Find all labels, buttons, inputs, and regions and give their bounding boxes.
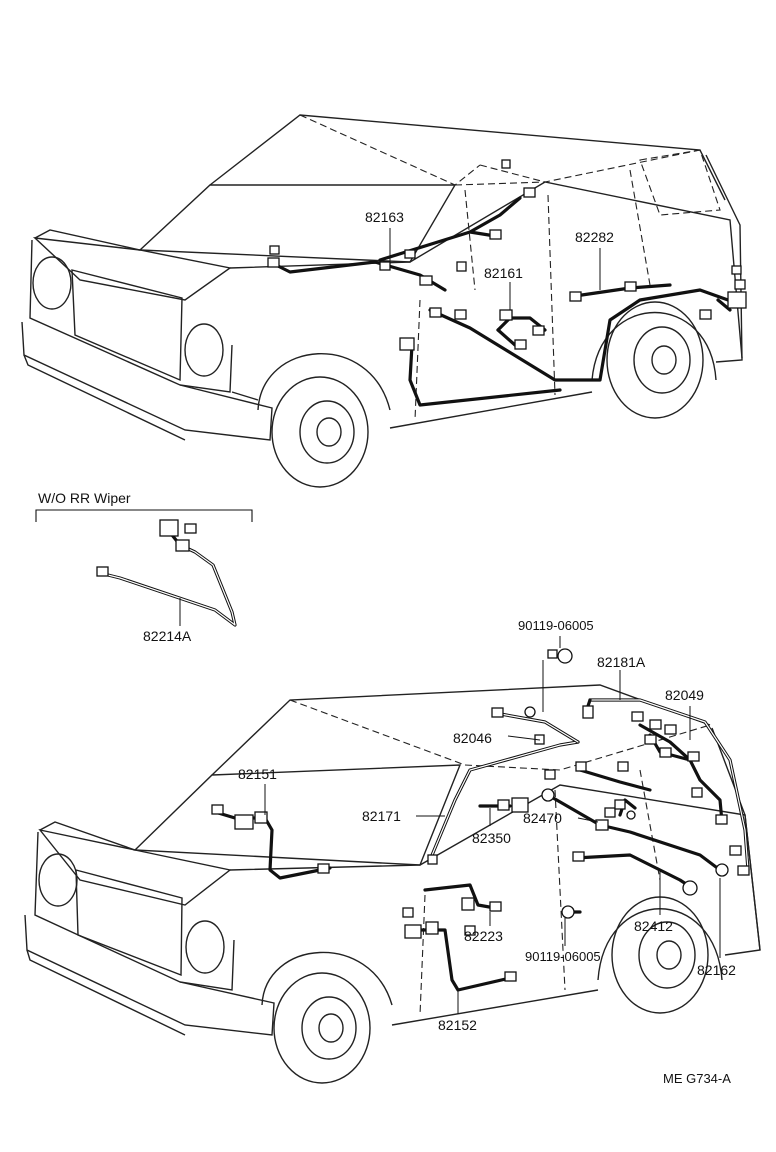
connector [729,845,742,856]
label-82046: 82046 [453,730,492,746]
option-harness-82214A [96,519,237,627]
lower-connectors [211,648,750,982]
grommet [715,863,729,877]
connector [404,249,416,259]
connector [96,566,109,577]
connector [575,761,587,772]
upper-vehicle-outline [21,114,743,488]
connector [504,971,517,982]
connector [624,281,637,292]
grommet [541,788,555,802]
connector [425,921,439,935]
connector [644,734,657,745]
clip-90119-06005 [561,905,575,919]
label-90119-06005-bottom: 90119-06005 [525,949,601,964]
label-82282: 82282 [575,229,614,245]
connector [617,761,629,772]
connector [727,291,747,309]
connector [544,769,556,780]
connector [614,799,626,810]
connector [649,719,662,730]
upper-connectors [267,159,747,351]
connector [499,309,513,321]
connector [491,707,504,718]
connector [737,865,750,876]
connector [514,339,527,350]
label-82412: 82412 [634,918,673,934]
connector [523,187,536,198]
connector [572,851,585,862]
grommet [626,810,636,820]
connector [489,901,502,912]
connector [659,747,672,758]
label-90119-06005-top: 90119-06005 [518,618,594,633]
connector [211,804,224,815]
label-82162: 82162 [697,962,736,978]
upper-leaders [389,228,601,310]
connector [175,539,190,552]
connector [419,275,433,286]
connector [404,924,422,939]
grommet [682,880,698,896]
connector [582,705,594,719]
connector [234,814,254,830]
connector [595,819,609,831]
lower-leaders [264,636,721,1014]
connector [267,257,280,268]
connector [159,519,179,537]
label-82161: 82161 [484,265,523,281]
connector [456,261,467,272]
connector [631,711,644,722]
option-section-title: W/O RR Wiper [38,490,131,506]
connector [547,649,558,659]
connector [454,309,467,320]
connector [511,797,529,813]
label-82152: 82152 [438,1017,477,1033]
label-82350: 82350 [472,830,511,846]
grommet [524,706,536,718]
connector [184,523,197,534]
connector [489,229,502,240]
lower-vehicle-outline [24,684,761,1084]
connector [254,811,268,824]
connector [691,787,703,798]
connector [731,265,742,275]
option-section-bracket [35,509,253,522]
connector [427,854,438,865]
connector [497,799,510,811]
connector [461,897,475,911]
label-82151: 82151 [238,766,277,782]
figure-code: ME G734-A [663,1071,731,1086]
label-82470: 82470 [523,810,562,826]
connector [269,245,280,255]
label-82214A: 82214A [143,628,192,644]
connector [715,814,728,825]
label-82223: 82223 [464,928,503,944]
connector [399,337,415,351]
connector [317,863,330,874]
connector [429,307,442,318]
clip-90119-06005 [557,648,573,664]
connector [501,159,511,169]
connector [402,907,414,918]
connector [532,325,545,336]
label-82181A: 82181A [597,654,646,670]
connector [734,279,746,290]
connector [664,724,677,735]
label-82049: 82049 [665,687,704,703]
connector [604,807,616,818]
connector [379,261,391,271]
connector [699,309,712,320]
label-82163: 82163 [365,209,404,225]
connector [687,751,700,762]
connector [464,925,476,936]
label-82171: 82171 [362,808,401,824]
connector [569,291,582,302]
